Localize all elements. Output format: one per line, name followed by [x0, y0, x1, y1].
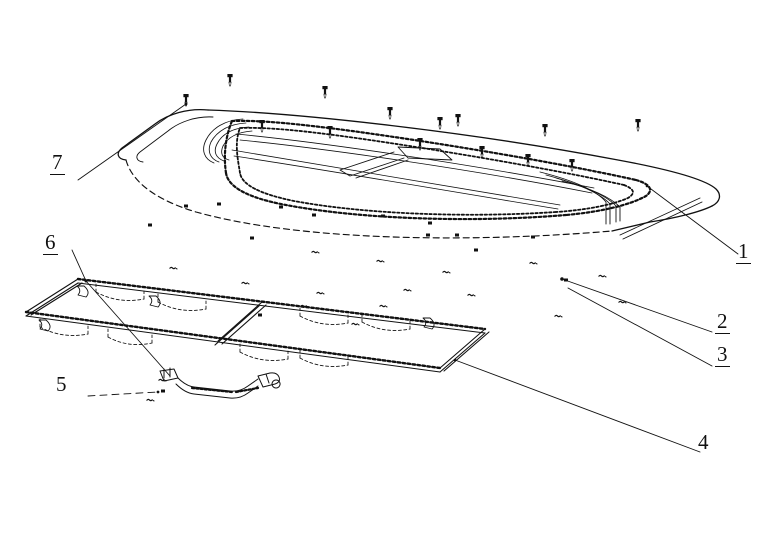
- callout-5[interactable]: 5: [56, 374, 67, 395]
- callout-1[interactable]: 1: [736, 241, 751, 264]
- panel-right-rib: [539, 171, 621, 225]
- frame-corner-brackets: [38, 285, 435, 332]
- frame-rear-rail-solid: [77, 282, 486, 334]
- leader-3: [567, 287, 713, 367]
- panel-right-end-hatch: [619, 197, 703, 240]
- frame-front-rail-hatched: [24, 310, 442, 370]
- callout-5-label: 5: [56, 372, 67, 396]
- panel-reinforcement-strips: [231, 133, 595, 210]
- callout-4[interactable]: 4: [698, 432, 709, 453]
- panel-centre-rib: [339, 146, 453, 179]
- frame-left-end-rail: [25, 278, 83, 317]
- loose-hardware-field: [148, 202, 628, 382]
- callout-3[interactable]: 3: [715, 344, 730, 367]
- callout-2[interactable]: 2: [715, 311, 730, 334]
- callout-7[interactable]: 7: [50, 152, 65, 175]
- callout-4-label: 4: [698, 430, 709, 454]
- panel-outer-contour: [117, 108, 209, 161]
- panel-left-nose-inner: [136, 116, 214, 163]
- frame-cross-member: [214, 301, 267, 346]
- leader-lines: [71, 102, 739, 453]
- seal-rail-nose-coil: [203, 118, 253, 164]
- callout-6[interactable]: 6: [43, 232, 58, 255]
- leader-6-a: [71, 249, 87, 282]
- small-clip-part-5: [146, 389, 165, 402]
- callout-7-label: 7: [50, 150, 65, 175]
- upper-roof-panel: [117, 108, 721, 240]
- leader-7: [77, 103, 187, 181]
- frame-right-end-rail: [439, 328, 490, 373]
- leader-5: [87, 391, 159, 397]
- lower-frame: [24, 277, 490, 373]
- support-rod-assembly: [159, 367, 281, 399]
- frame-mount-clips: [39, 283, 411, 367]
- leader-2: [561, 278, 713, 333]
- leader-4: [454, 359, 701, 453]
- seal-rail-inner: [235, 126, 634, 216]
- callout-2-label: 2: [715, 309, 730, 334]
- seal-rail-outer: [223, 119, 652, 221]
- panel-right-end-contour: [611, 205, 713, 232]
- panel-outer-lower-silhouette: [125, 159, 613, 239]
- frame-front-rail-solid: [25, 315, 441, 373]
- leader-1: [646, 185, 739, 255]
- callout-6-label: 6: [43, 230, 58, 255]
- callout-3-label: 3: [715, 342, 730, 367]
- leader-6-b: [85, 280, 171, 377]
- frame-rear-rail-hatched: [76, 277, 487, 331]
- callout-1-label: 1: [736, 239, 751, 264]
- panel-outer-top-edge: [207, 109, 721, 207]
